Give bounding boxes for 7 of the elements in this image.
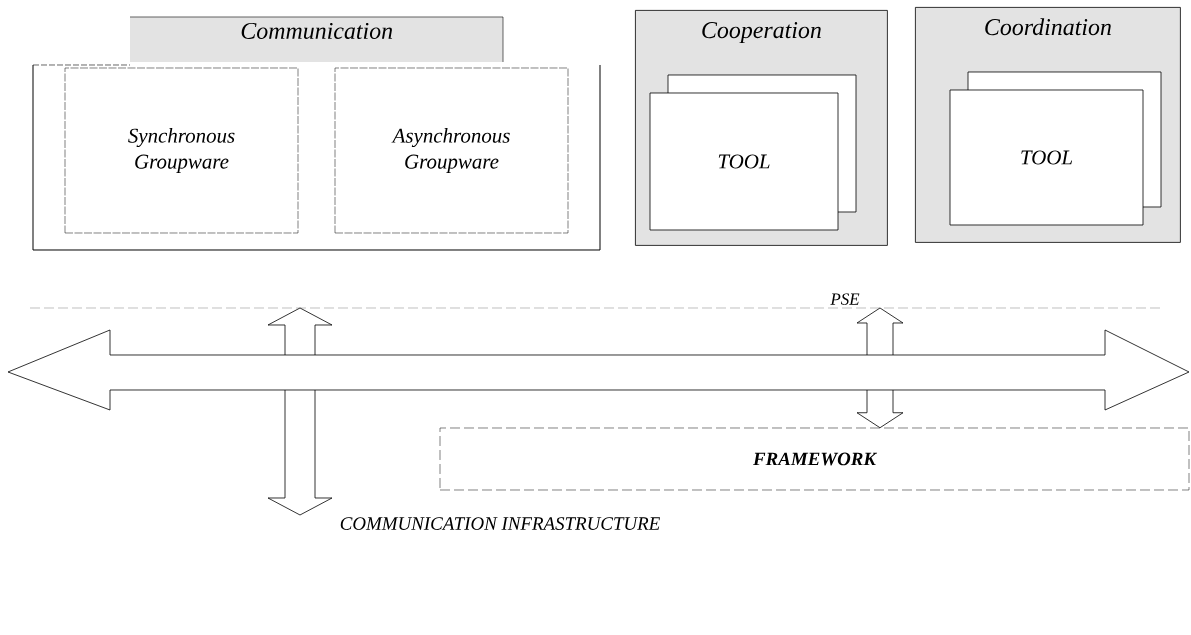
tool-card-stack: TOOL [949, 71, 1162, 226]
layer-label: COMMUNICATION INFRASTRUCTURE [340, 517, 660, 530]
groupware-box: Asynchronous Groupware [334, 67, 569, 234]
groupware-box: Synchronous Groupware [64, 67, 299, 234]
tool-card-stack: TOOL [649, 74, 857, 231]
layer-box: FRAMEWORK [439, 427, 1190, 491]
layer-band: PSE [29, 293, 1161, 309]
